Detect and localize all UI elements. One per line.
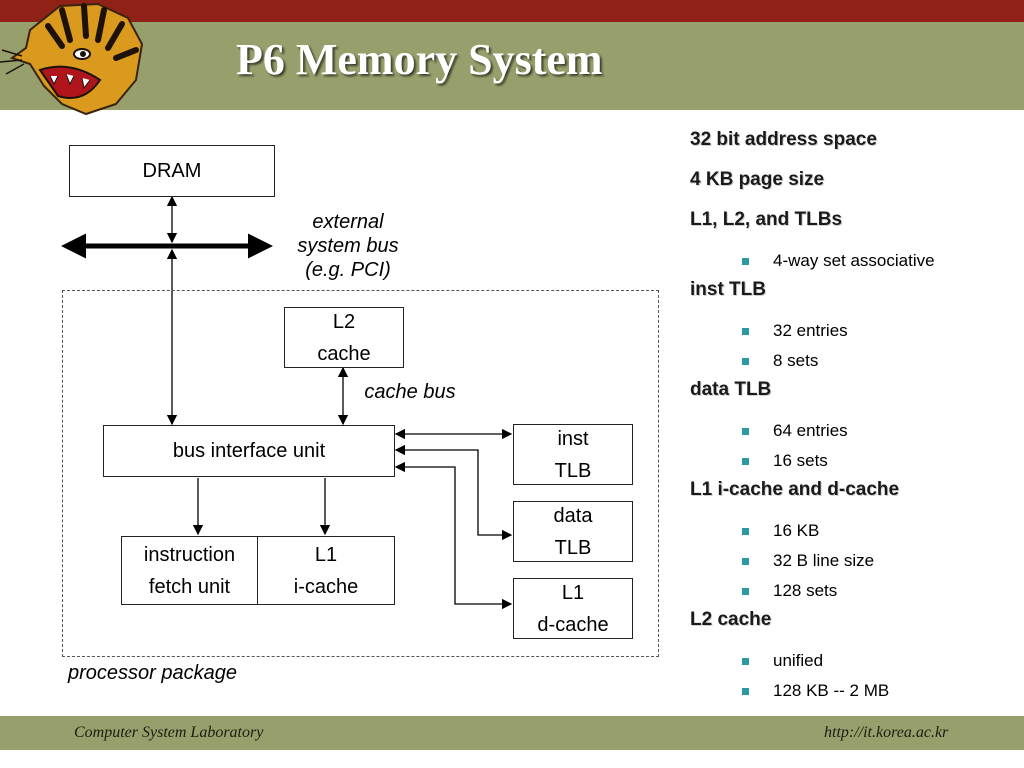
spec-heading: 32 bit address space	[690, 129, 877, 150]
spec-bullet-text: 16 KB	[773, 521, 820, 540]
spec-heading: L1 i-cache and d-cache	[690, 479, 900, 500]
spec-heading: data TLB	[690, 379, 772, 400]
square-bullet-icon	[742, 327, 749, 335]
square-bullet-icon	[742, 657, 749, 665]
square-bullet-icon	[742, 457, 749, 465]
spec-bullet-text: 8 sets	[773, 351, 819, 370]
spec-bullet-text: 4-way set associative	[773, 251, 935, 270]
square-bullet-icon	[742, 357, 749, 365]
l1-dcache-box: L1 d-cache	[513, 578, 633, 639]
external-bus-label: external system bus (e.g. PCI)	[297, 211, 399, 281]
top-accent-strip	[0, 0, 1024, 22]
diagram-connectors	[61, 195, 513, 610]
spec-bullet: 8 sets	[690, 346, 1010, 376]
spec-heading: 4 KB page size	[690, 169, 825, 190]
spec-bullet: 128 sets	[690, 576, 1010, 606]
processor-package-boundary	[62, 290, 659, 657]
spec-heading: L2 cache	[690, 609, 772, 630]
square-bullet-icon	[742, 687, 749, 695]
spec-bullet-text: 32 entries	[773, 321, 848, 340]
square-bullet-icon	[742, 527, 749, 535]
footer-bottom-margin	[0, 750, 1024, 768]
spec-bullet: unified	[690, 646, 1010, 676]
bus-interface-unit-box: bus interface unit	[103, 425, 395, 477]
cache-bus-label: cache bus	[364, 381, 456, 403]
spec-bullet: 16 sets	[690, 446, 1010, 476]
spec-bullet: 32 entries	[690, 316, 1010, 346]
inst-tlb-box: inst TLB	[513, 424, 633, 485]
spec-bullet-text: 64 entries	[773, 421, 848, 440]
spec-bullet: 16 KB	[690, 516, 1010, 546]
spec-bullet: 64 entries	[690, 416, 1010, 446]
spec-heading: L1, L2, and TLBs	[690, 209, 843, 230]
l2-cache-box: L2 cache	[284, 307, 404, 368]
tiger-head-icon	[0, 2, 144, 116]
l1-icache-box: L1 i-cache	[257, 536, 395, 605]
footer-url: http://it.korea.ac.kr	[824, 724, 949, 741]
spec-bullet-text: unified	[773, 651, 824, 670]
memory-system-diagram: DRAM external system bus (e.g. PCI) L2 c…	[61, 145, 659, 684]
spec-bullet-text: 32 B line size	[773, 551, 875, 570]
spec-bullet: 4-way set associative	[690, 246, 1010, 276]
dram-label: DRAM	[142, 160, 202, 182]
data-tlb-box: data TLB	[513, 501, 633, 562]
spec-bullet: 128 KB -- 2 MB	[690, 676, 1010, 706]
title-band	[0, 22, 1024, 110]
footer-lab-name: Computer System Laboratory	[74, 724, 264, 741]
spec-bullet-text: 16 sets	[773, 451, 828, 470]
square-bullet-icon	[742, 427, 749, 435]
spec-bullet-text: 128 sets	[773, 581, 838, 600]
slide-title: P6 Memory System	[236, 35, 603, 84]
instruction-fetch-unit-box: instruction fetch unit	[121, 536, 258, 605]
footer-band	[0, 716, 1024, 750]
square-bullet-icon	[742, 557, 749, 565]
spec-heading: inst TLB	[690, 279, 766, 300]
spec-bullet-text: 128 KB -- 2 MB	[773, 681, 890, 700]
square-bullet-icon	[742, 257, 749, 265]
spec-bullet: 32 B line size	[690, 546, 1010, 576]
square-bullet-icon	[742, 587, 749, 595]
processor-package-label: processor package	[68, 662, 237, 684]
dram-box: DRAM	[69, 145, 275, 197]
